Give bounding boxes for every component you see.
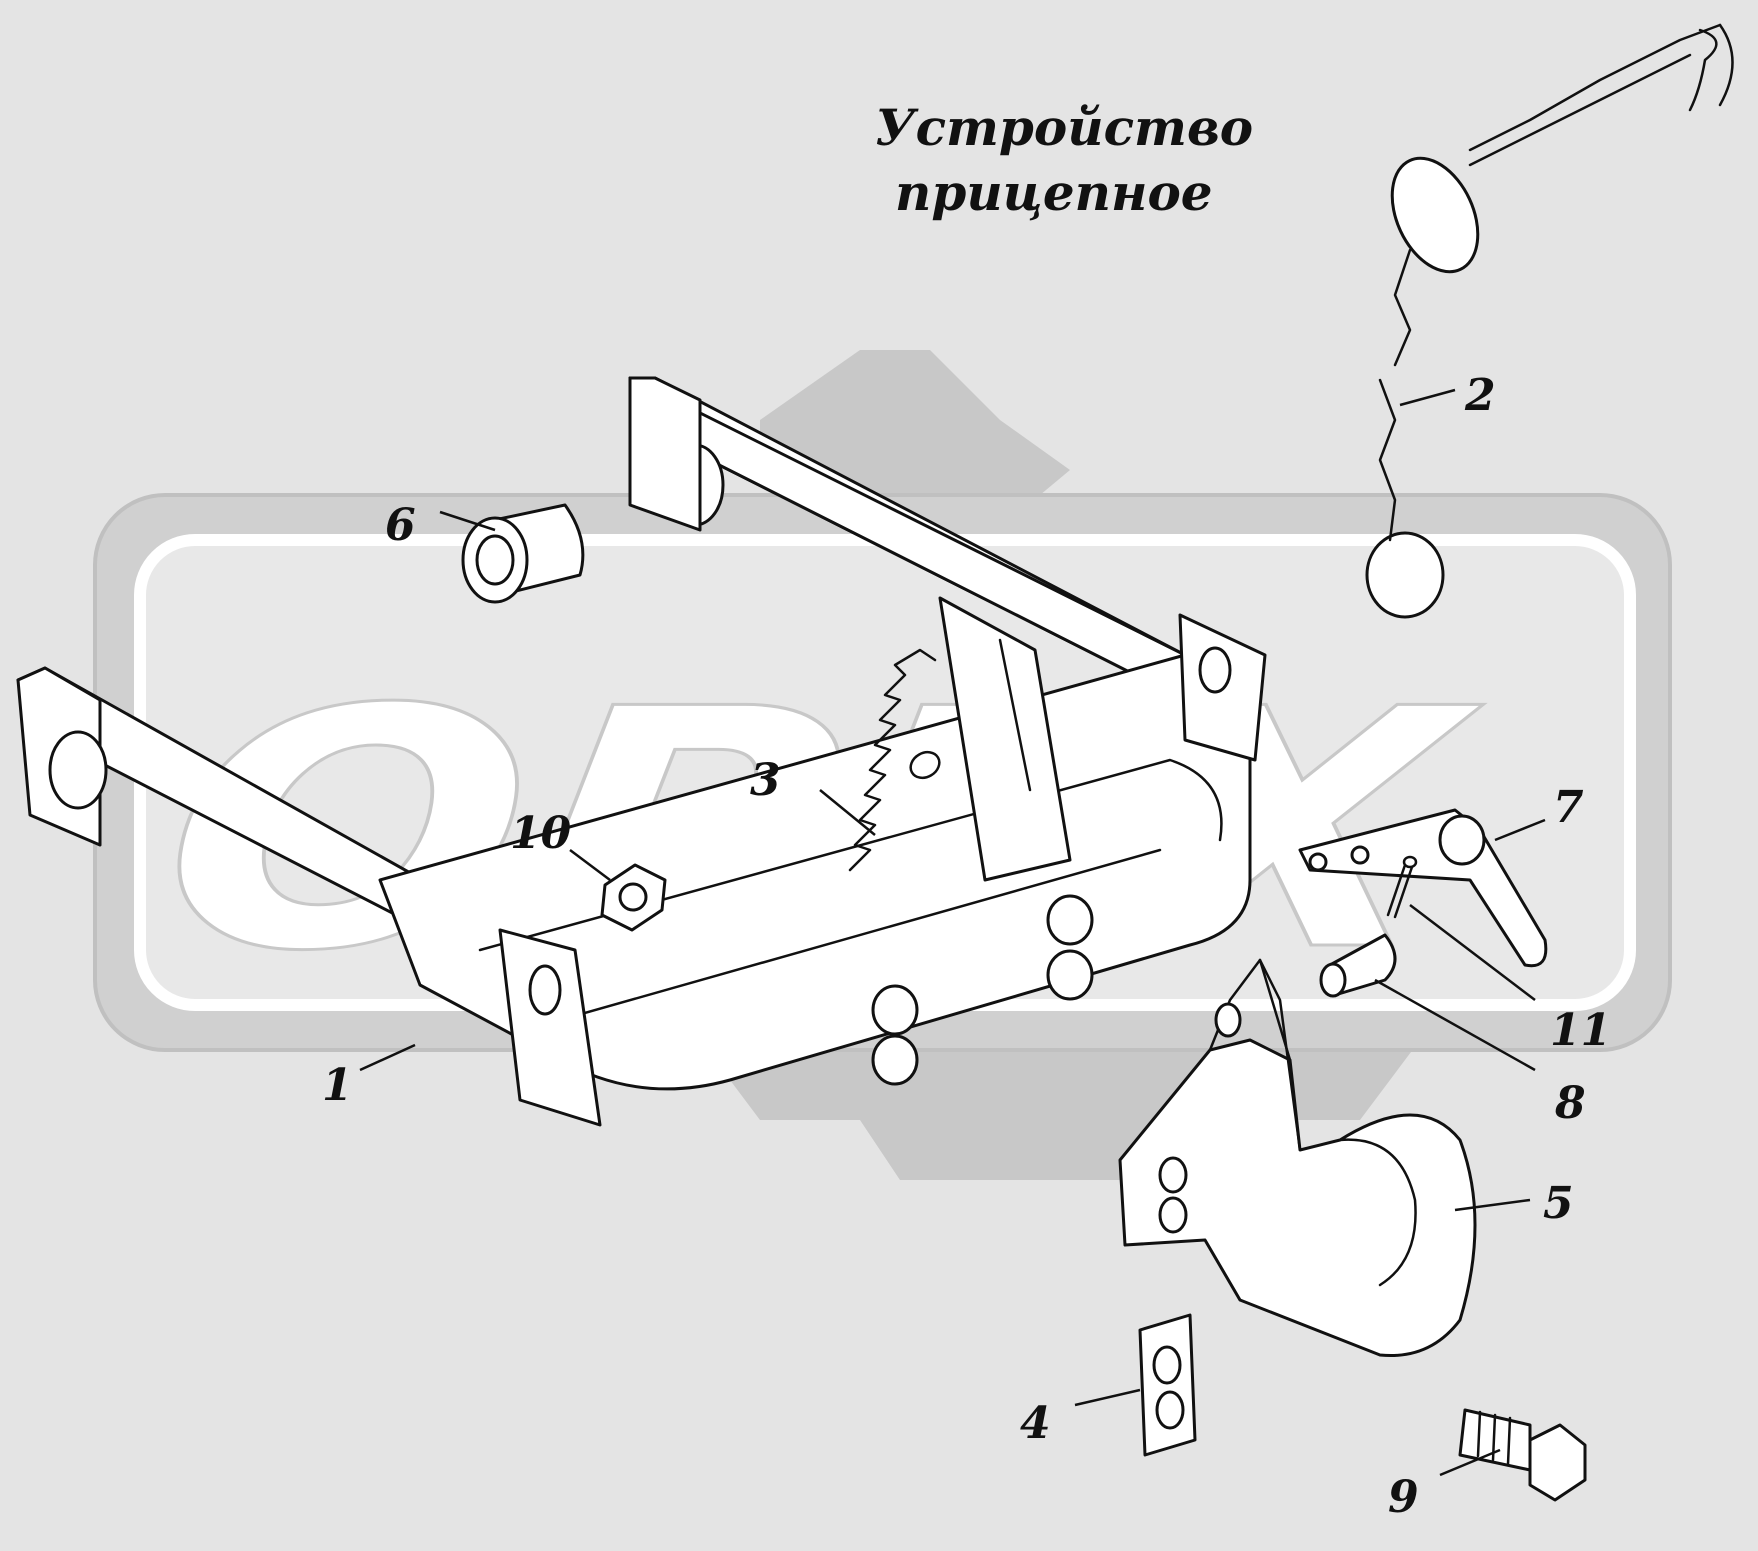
leader-10	[569, 849, 611, 881]
leader-4	[1074, 1388, 1141, 1407]
callout-10: 10	[510, 808, 572, 859]
callout-2: 2	[1464, 370, 1496, 421]
part-7-lever	[1298, 808, 1548, 968]
callout-labels: 1 2 3 4 5 6 7 8 9 10 11	[322, 370, 1611, 1523]
leader-lines	[359, 388, 1546, 1477]
part-1-towing-frame	[16, 376, 1267, 1127]
part-2-safety-chain	[1365, 23, 1734, 619]
part-11-cotter-pin	[1386, 855, 1418, 919]
leader-1	[359, 1043, 416, 1072]
leader-8	[1374, 978, 1536, 1072]
part-9-bolt	[1458, 1408, 1587, 1502]
callout-6: 6	[385, 500, 416, 551]
leader-2	[1399, 388, 1456, 407]
leader-9	[1439, 1448, 1501, 1477]
callout-4: 4	[1020, 1398, 1051, 1449]
part-6-bushing	[461, 503, 585, 604]
callout-5: 5	[1543, 1178, 1574, 1229]
callout-11: 11	[1550, 1005, 1611, 1056]
part-5-hook	[1118, 958, 1477, 1358]
callout-1: 1	[322, 1060, 353, 1111]
diagram-title-line1: Устройство	[875, 98, 1253, 157]
part-8-pin	[1319, 933, 1397, 998]
part-3-spring	[848, 648, 941, 872]
diagram-title-line2: прицепное	[895, 163, 1213, 222]
leader-5	[1454, 1198, 1531, 1212]
part-10-nut	[600, 863, 667, 932]
leader-3	[819, 789, 876, 836]
callout-9: 9	[1388, 1472, 1419, 1523]
callout-7: 7	[1553, 782, 1584, 833]
leader-6	[439, 510, 496, 532]
callout-8: 8	[1554, 1078, 1586, 1129]
part-4-plate	[1138, 1313, 1197, 1457]
callout-3: 3	[750, 755, 781, 806]
leader-11	[1409, 904, 1536, 1001]
watermark-gear-icon	[700, 350, 1420, 1180]
leader-7	[1494, 818, 1546, 842]
